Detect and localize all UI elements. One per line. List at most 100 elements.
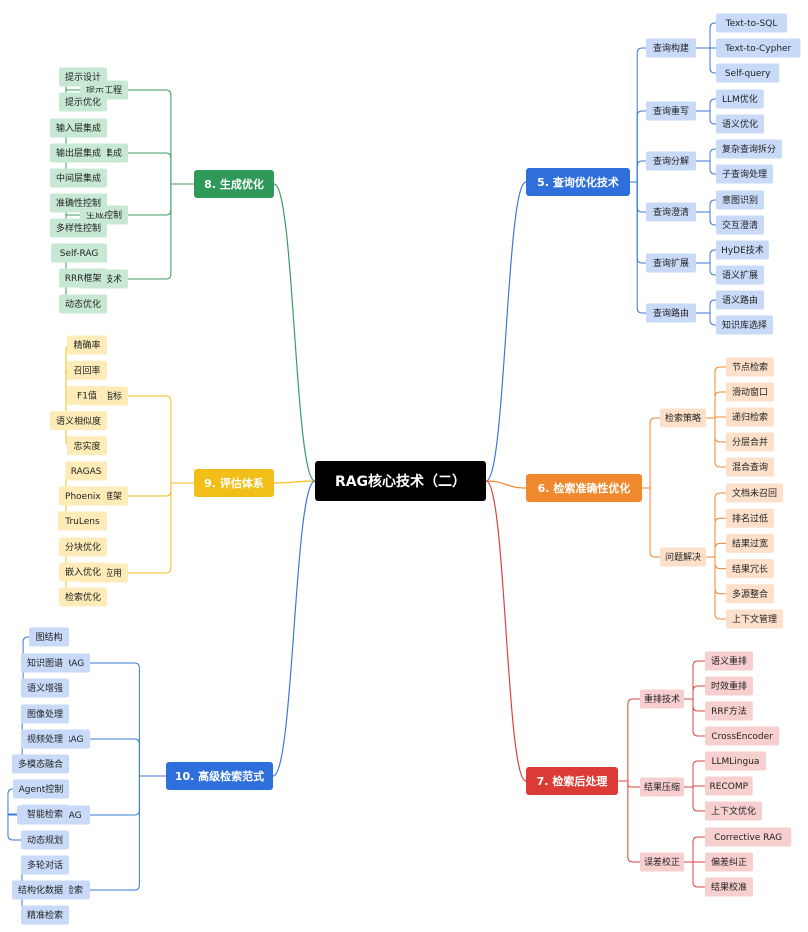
node-label: 时效重排 (711, 680, 747, 692)
leaf-node: 文档未召回 (726, 483, 783, 503)
node-label: 多轮对话 (27, 859, 63, 871)
connector-line (696, 211, 716, 226)
leaf-node: 时效重排 (705, 676, 753, 696)
node-label: 检索优化 (65, 591, 101, 603)
leaf-node: 动态规划 (21, 830, 69, 850)
connector-line (696, 110, 716, 125)
node-label: 精确率 (73, 339, 100, 351)
leaf-node: 中间层集成 (50, 168, 107, 188)
node-label: 嵌入优化 (65, 566, 101, 578)
node-label: 查询构建 (653, 42, 689, 54)
leaf-node: 复杂查询拆分 (716, 139, 782, 159)
connector-line (684, 760, 705, 788)
connector-line (128, 183, 194, 216)
root-node: RAG核心技术（二） (315, 461, 486, 501)
leaf-node: 精确率 (67, 335, 107, 355)
branch-node-b8: 8. 生成优化 (194, 170, 274, 198)
connector-line (684, 785, 705, 788)
leaf-node: 多轮对话 (21, 855, 69, 875)
node-label: 6. 检索准确性优化 (538, 481, 631, 495)
connector-line (706, 556, 726, 620)
connector-line (706, 556, 726, 595)
leaf-node: 结果过宽 (726, 533, 774, 553)
connector-line (684, 698, 705, 737)
branch-node-b7: 7. 检索后处理 (526, 767, 618, 795)
connector-line (485, 480, 527, 489)
leaf-node: RAGAS (65, 461, 107, 481)
leaf-node: CrossEncoder (705, 726, 780, 746)
group-node: 查询重写 (646, 101, 696, 121)
node-label: Agent控制 (19, 783, 64, 795)
leaf-node: 滑动窗口 (726, 382, 774, 402)
leaf-node: 检索优化 (59, 587, 107, 607)
leaf-node: Self-query (716, 63, 780, 83)
leaf-node: LLMLingua (705, 751, 766, 771)
leaf-node: 知识库选择 (716, 315, 773, 335)
leaf-node: 多样性控制 (50, 218, 107, 238)
connector-line (7, 788, 69, 816)
leaf-node: RRF方法 (705, 701, 753, 721)
leaf-node: 图结构 (29, 627, 69, 647)
node-label: 准确性控制 (56, 197, 101, 209)
connector-line (706, 556, 726, 570)
connector-line (90, 738, 166, 777)
node-label: Phoenix (65, 492, 101, 502)
connector-line (630, 181, 646, 314)
node-label: 结果过宽 (732, 538, 768, 550)
node-label: Text-to-SQL (725, 19, 778, 29)
leaf-node: 语义相似度 (50, 411, 107, 431)
connector-line (128, 395, 194, 484)
node-label: 意图识别 (722, 194, 758, 206)
connector-line (706, 391, 726, 419)
connector-line (90, 775, 166, 891)
leaf-node: 输出层集成 (50, 143, 107, 163)
leaf-node: TruLens (57, 511, 107, 531)
connector-line (485, 181, 527, 482)
node-label: 误差校正 (644, 856, 680, 868)
connector-line (22, 636, 69, 664)
node-label: 智能检索 (27, 808, 63, 820)
node-label: 重排技术 (644, 693, 680, 705)
group-node: 查询分解 (646, 151, 696, 171)
node-label: 复杂查询拆分 (722, 143, 776, 155)
leaf-node: 结果冗长 (726, 559, 774, 579)
leaf-node: 上下文优化 (705, 801, 762, 821)
node-label: 偏差纠正 (711, 856, 747, 868)
node-label: Self-query (725, 69, 771, 79)
leaf-node: 混合查询 (726, 457, 774, 477)
connector-line (684, 660, 705, 700)
node-label: 图结构 (35, 631, 62, 643)
node-label: LLMLingua (712, 757, 760, 767)
leaf-node: 精准检索 (21, 905, 69, 925)
node-label: 图像处理 (27, 708, 63, 720)
node-label: HyDE技术 (721, 244, 764, 256)
leaf-node: RECOMP (705, 776, 753, 796)
node-label: F1值 (77, 390, 97, 402)
node-label: 子查询处理 (722, 168, 767, 180)
node-label: RECOMP (710, 782, 749, 792)
branch-node-b9: 9. 评估体系 (194, 469, 274, 497)
node-label: 分层合并 (732, 436, 768, 448)
leaf-node: 分层合并 (726, 432, 774, 452)
node-label: 查询重写 (653, 105, 689, 117)
group-node: 问题解决 (660, 547, 706, 567)
group-node: 误差校正 (640, 852, 684, 872)
node-label: 动态优化 (65, 298, 101, 310)
leaf-node: 提示设计 (59, 67, 107, 87)
leaf-node: 排名过低 (726, 508, 774, 528)
connector-line (696, 22, 716, 49)
connector-line (90, 775, 166, 816)
connector-line (630, 181, 646, 213)
node-label: 提示设计 (65, 71, 101, 83)
group-node: 重排技术 (640, 689, 684, 709)
node-label: 8. 生成优化 (204, 177, 264, 191)
node-label: 上下文优化 (711, 805, 756, 817)
node-label: 动态规划 (27, 834, 63, 846)
node-label: 知识库选择 (722, 319, 767, 331)
leaf-node: HyDE技术 (716, 240, 769, 260)
node-label: LLM优化 (722, 93, 758, 105)
connector-line (128, 183, 194, 280)
leaf-node: Self-RAG (51, 243, 107, 263)
node-label: 语义相似度 (56, 415, 101, 427)
